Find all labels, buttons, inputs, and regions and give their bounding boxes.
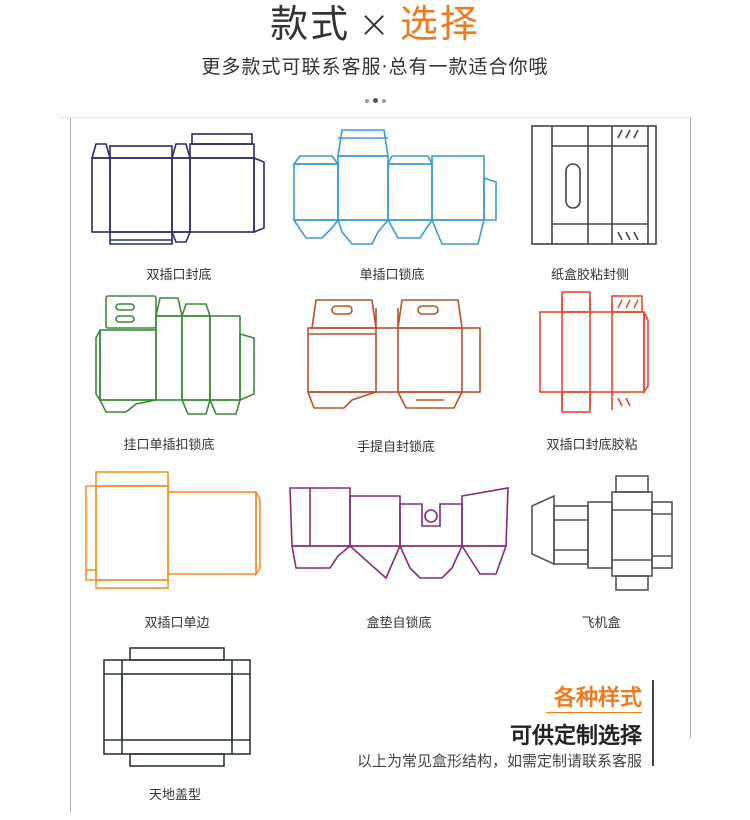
box-diagram-mailer	[531, 475, 673, 591]
box-diagram-double-tuck-single	[85, 471, 261, 589]
promo-underline	[546, 712, 642, 713]
promo-headline: 各种样式	[553, 686, 642, 711]
box-diagram-handle	[306, 299, 481, 409]
promo-divider	[652, 680, 654, 766]
frame-right-line	[690, 118, 691, 738]
frame-left-line	[70, 118, 71, 812]
box-diagram-pad-lock	[289, 487, 509, 580]
dot	[364, 98, 369, 103]
box-diagram-double-tuck	[90, 133, 265, 245]
dot-active	[372, 98, 378, 103]
page-title: 款式×选择	[0, 0, 750, 50]
box-label: 单插口锁底	[359, 268, 425, 283]
box-label: 飞机盒	[581, 616, 621, 631]
box-label: 纸盒胶粘封侧	[550, 268, 629, 283]
page-dots	[0, 90, 750, 103]
frame-top-line	[58, 117, 691, 118]
box-diagram-single-tuck-lock	[292, 129, 497, 245]
box-label: 盒垫自锁底	[366, 616, 432, 631]
title-cross: ×	[358, 2, 392, 46]
box-diagram-double-tuck-glued	[539, 291, 649, 413]
title-left: 款式	[270, 2, 351, 46]
box-label: 双插口封底	[146, 268, 212, 283]
box-label: 挂口单插扣锁底	[123, 438, 215, 453]
box-label: 双插口封底胶粘	[546, 438, 638, 453]
promo-subheadline: 可供定制选择	[509, 724, 642, 749]
box-diagram-hang-tab	[95, 295, 255, 415]
promo-note: 以上为常见盒形结构，如需定制请联系客服	[356, 752, 642, 770]
box-label: 双插口单边	[144, 616, 210, 631]
title-right: 选择	[399, 2, 480, 46]
box-label: 手提自封锁底	[356, 440, 435, 455]
subtitle: 更多款式可联系客服·总有一款适合你哦	[201, 56, 549, 78]
promo-block: 各种样式 可供定制选择 以上为常见盒形结构，如需定制请联系客服	[322, 680, 642, 770]
box-diagram-lid-base	[103, 647, 251, 767]
box-diagram-glued-side	[531, 125, 657, 245]
box-label: 天地盖型	[148, 788, 201, 803]
dot	[381, 98, 386, 103]
